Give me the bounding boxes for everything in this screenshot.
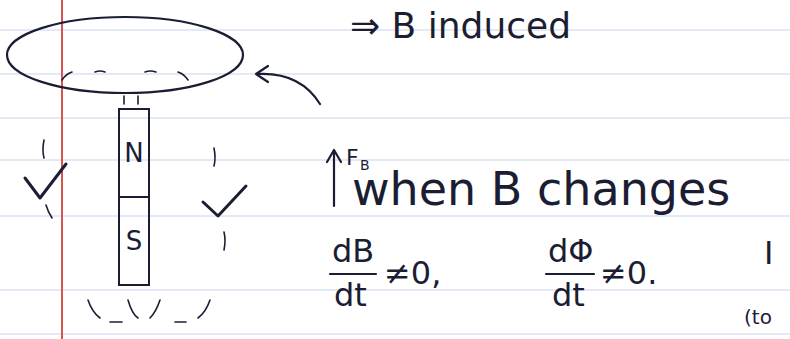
derivative-term: dΦ bbox=[548, 234, 594, 269]
check-mark bbox=[25, 164, 66, 198]
fraction-bar bbox=[546, 273, 594, 275]
relation-text: ≠0, bbox=[384, 256, 441, 291]
check-mark bbox=[203, 186, 246, 216]
relation-text: ≠0. bbox=[600, 256, 657, 291]
wire-loop bbox=[7, 17, 243, 93]
note-text: I bbox=[764, 236, 773, 271]
magnet-pole: S bbox=[118, 196, 150, 286]
pole-letter: N bbox=[124, 139, 143, 168]
fraction-bar bbox=[330, 273, 376, 275]
derivative-term: dt bbox=[334, 278, 367, 313]
note-text: ⇒ B induced bbox=[350, 6, 571, 46]
field-lines bbox=[43, 71, 225, 322]
derivative-term: dB bbox=[332, 234, 374, 269]
magnet-pole: N bbox=[118, 108, 150, 198]
derivative-term: dt bbox=[552, 278, 585, 313]
note-text: when B changes bbox=[352, 164, 730, 215]
arrow-head bbox=[327, 150, 341, 162]
ruled-lines bbox=[0, 30, 790, 334]
force-arrow bbox=[333, 152, 335, 206]
note-text: (to bbox=[744, 306, 772, 328]
pole-letter: S bbox=[126, 227, 143, 256]
arrow-head bbox=[256, 66, 268, 82]
pointer-arrow bbox=[258, 74, 320, 104]
